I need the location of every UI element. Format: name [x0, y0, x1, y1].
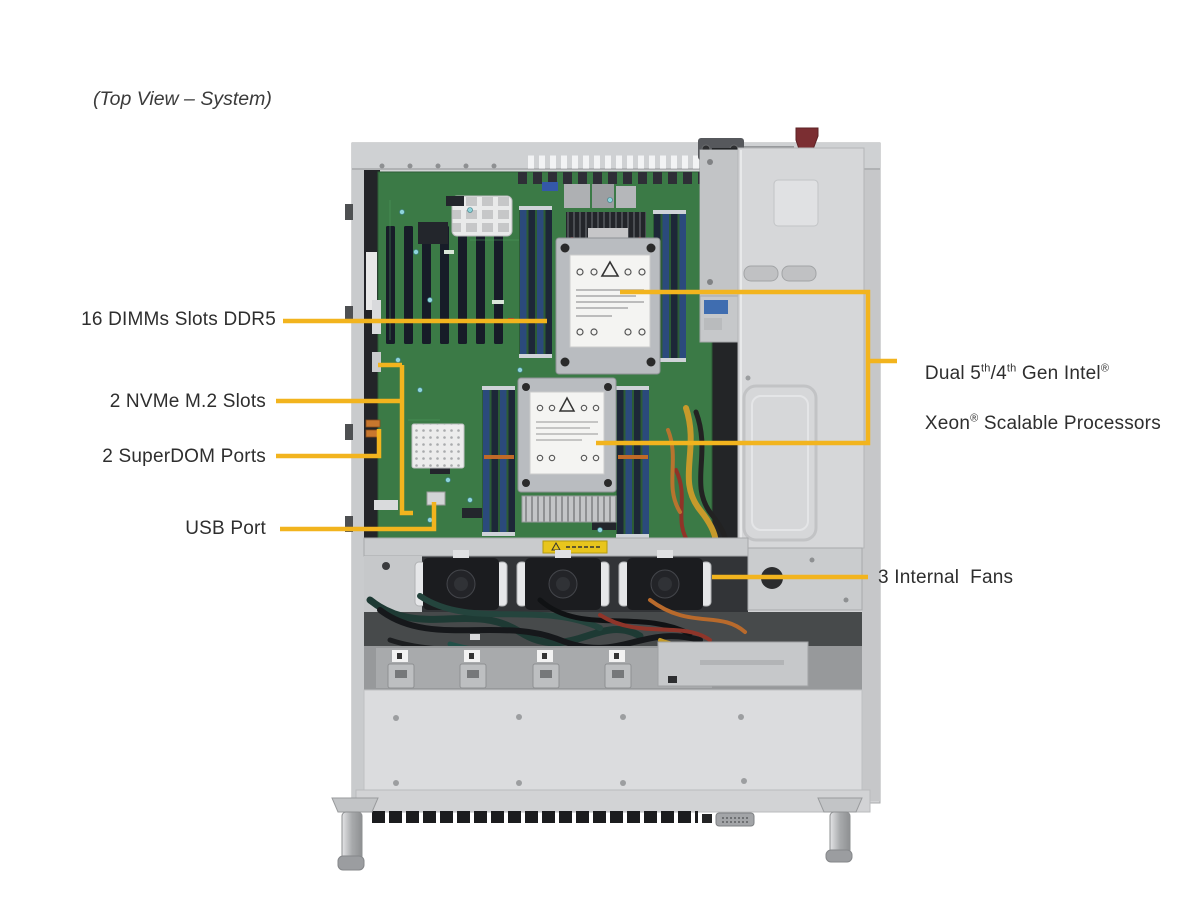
- warning-triangle-icon: [600, 260, 620, 277]
- cable-tie: [470, 634, 480, 640]
- emi-pad: [411, 423, 465, 469]
- dimm-slot: [662, 210, 669, 362]
- processors-text: Scalable Processors: [978, 413, 1161, 434]
- rear-io-ports: [542, 182, 636, 208]
- cpu-heatsink-lower: [517, 377, 617, 523]
- embossed-panel: [742, 384, 818, 542]
- panel-label-cutout: [773, 179, 819, 227]
- chassis-right-wall: [862, 145, 880, 801]
- front-cover: [363, 689, 863, 791]
- dimm-bank-lower-left: [482, 386, 515, 536]
- superscript-th: th: [981, 362, 991, 375]
- cpu-label: [529, 391, 605, 475]
- callout-line-usb: [280, 502, 437, 532]
- cpu-corner-screws: [560, 243, 656, 367]
- dimm-slot: [642, 386, 649, 538]
- psu-bay-panel: [737, 147, 865, 549]
- handle-cutout: [781, 265, 817, 282]
- processors-text: /4: [990, 363, 1007, 384]
- blue-connector: [704, 300, 728, 314]
- motherboard: [365, 171, 713, 545]
- label-superdom: 2 SuperDOM Ports: [102, 446, 266, 467]
- registered-mark: ®: [970, 412, 979, 425]
- callout-bracket-processors: [596, 289, 897, 446]
- processors-text: Dual 5: [924, 363, 982, 384]
- dimm-slot: [491, 386, 498, 536]
- dimm-slot: [625, 386, 632, 538]
- dimm-slot: [679, 210, 686, 362]
- front-cover-screws: [393, 714, 747, 786]
- label-dimms: 16 DIMMs Slots DDR5: [81, 309, 276, 330]
- chassis-left-tabs: [345, 204, 353, 532]
- dimm-slot: [520, 206, 527, 358]
- label-fans: 3 Internal Fans: [878, 567, 1014, 588]
- label-nvme: 2 NVMe M.2 Slots: [109, 391, 266, 412]
- dimm-slot: [528, 206, 535, 358]
- m2-slots: [372, 300, 398, 510]
- front-panel-edge: [355, 789, 871, 827]
- label-processors: Dual 5th/4th Gen Intel® Xeon® Scalable P…: [903, 336, 1161, 461]
- dimm-slot: [500, 386, 507, 536]
- dimm-slot: [483, 386, 490, 536]
- cpu-heatsink-upper: [555, 228, 661, 375]
- blue-connector: [542, 182, 558, 191]
- callout-line-nvme: [276, 362, 413, 516]
- foot-right: [817, 797, 863, 863]
- processors-text: Xeon: [924, 413, 971, 434]
- callout-lines: [276, 289, 897, 580]
- dimm-slot: [634, 386, 641, 538]
- dimm-bank-lower-right: [616, 386, 649, 538]
- cpu-label: [569, 254, 651, 348]
- dimm-slot: [617, 386, 624, 538]
- dimm-slot: [537, 206, 544, 358]
- foot-left: [331, 797, 379, 871]
- rear-screws: [379, 163, 497, 169]
- chassis-left-rail: [352, 143, 366, 803]
- fan-2: [516, 550, 610, 610]
- page-title: (Top View – System): [93, 88, 272, 110]
- dimm-slot: [671, 210, 678, 362]
- drive-bay: [364, 641, 862, 690]
- processors-text: Gen Intel: [1016, 363, 1101, 384]
- cpu-corner-screws: [522, 383, 612, 487]
- vga-connector: [715, 812, 755, 827]
- callout-line-superdom: [276, 429, 382, 459]
- drive-tags: [392, 650, 625, 662]
- warning-triangle-icon: [558, 396, 576, 412]
- dimm-bank-upper-left: [519, 206, 552, 358]
- label-usb: USB Port: [185, 518, 266, 539]
- cpu-fin-block: [521, 495, 617, 523]
- dimm-slot: [508, 386, 515, 536]
- fan-3: [618, 550, 712, 610]
- pcie-slots: [386, 226, 503, 344]
- superscript-th: th: [1006, 362, 1017, 375]
- side-sticker: [366, 252, 377, 310]
- atx-power-connector: [451, 195, 513, 237]
- registered-mark: ®: [1100, 362, 1110, 375]
- dimm-slot: [545, 206, 552, 358]
- handle-cutout: [743, 265, 779, 282]
